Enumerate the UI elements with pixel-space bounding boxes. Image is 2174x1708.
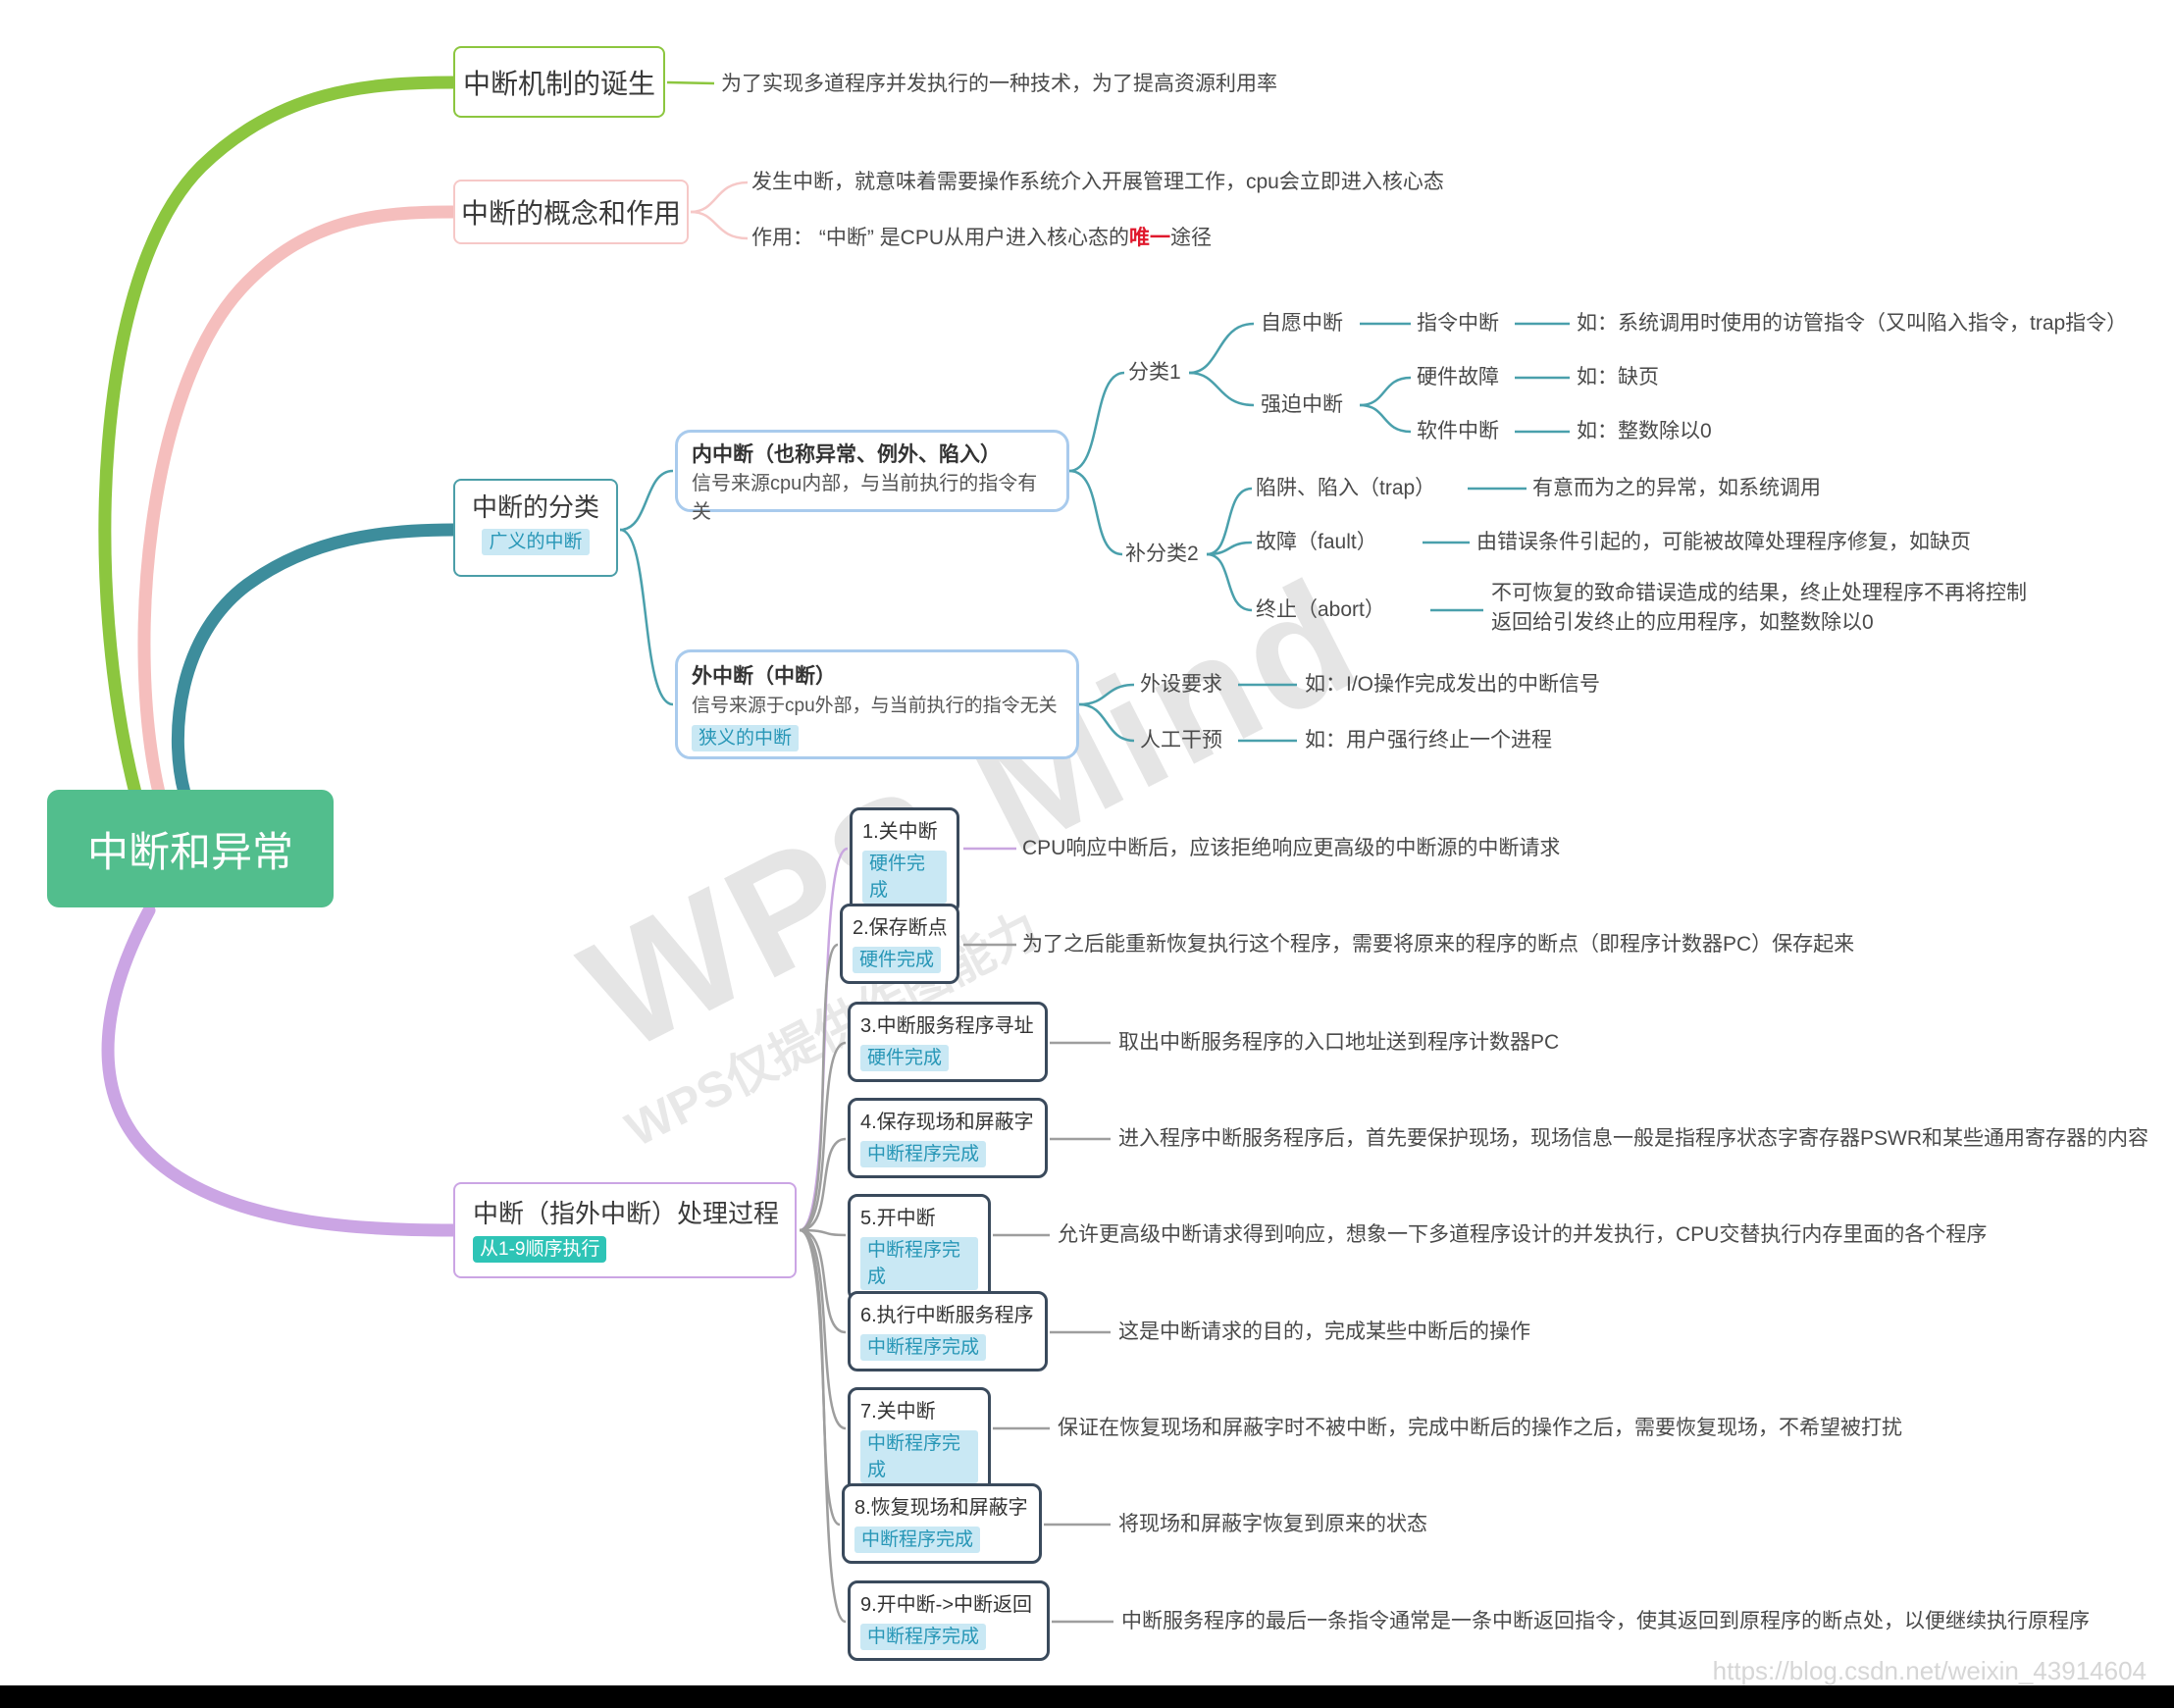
note-concept-definition[interactable]: 发生中断，就意味着需要操作系统介入开展管理工作，cpu会立即进入核心态 (751, 171, 1444, 193)
step-title: 6.执行中断服务程序 (860, 1305, 1034, 1326)
step-title: 4.保存现场和屏蔽字 (860, 1112, 1034, 1133)
label-instruction-interrupt[interactable]: 指令中断 (1417, 312, 1499, 335)
step-title: 9.开中断->中断返回 (860, 1594, 1033, 1616)
footer-bar (0, 1685, 2174, 1708)
step-3-service-addressing[interactable]: 3.中断服务程序寻址 硬件完成 (848, 1002, 1048, 1082)
root-node[interactable]: 中断和异常 (47, 790, 334, 907)
note-step-1[interactable]: CPU响应中断后，应该拒绝响应更高级的中断源的中断请求 (1022, 837, 1561, 859)
note-step-8[interactable]: 将现场和屏蔽字恢复到原来的状态 (1118, 1513, 1427, 1535)
note-abort[interactable]: 不可恢复的致命错误造成的结果，终止处理程序不再将控制返回给引发终止的应用程序，如… (1491, 582, 2027, 634)
note-interrupt-birth[interactable]: 为了实现多道程序并发执行的一种技术，为了提高资源利用率 (721, 73, 1277, 95)
node-title: 中断机制的诞生 (462, 68, 655, 99)
note-step-3[interactable]: 取出中断服务程序的入口地址送到程序计数器PC (1118, 1031, 1560, 1054)
badge-broad-interrupt: 广义的中断 (482, 529, 590, 555)
note-step-2[interactable]: 为了之后能重新恢复执行这个程序，需要将原来的程序的断点（即程序计数器PC）保存起… (1022, 933, 1855, 956)
label-peripheral-request[interactable]: 外设要求 (1140, 673, 1222, 696)
note-hardware-example[interactable]: 如：缺页 (1577, 366, 1659, 388)
node-title: 中断的分类 (471, 492, 599, 522)
root-label: 中断和异常 (86, 828, 293, 875)
step-title: 2.保存断点 (853, 917, 948, 939)
label-forced-interrupt[interactable]: 强迫中断 (1261, 393, 1343, 416)
note-step-4[interactable]: 进入程序中断服务程序后，首先要保护现场，现场信息一般是指程序状态字寄存器PSWR… (1118, 1127, 2148, 1150)
badge-program-done: 中断程序完成 (860, 1334, 987, 1361)
step-title: 8.恢复现场和屏蔽字 (854, 1497, 1028, 1519)
label-category1[interactable]: 分类1 (1128, 361, 1181, 384)
badge-program-done: 中断程序完成 (854, 1527, 981, 1553)
badge-narrow-interrupt: 狭义的中断 (692, 725, 800, 751)
step-6-execute-service[interactable]: 6.执行中断服务程序 中断程序完成 (848, 1291, 1048, 1372)
node-internal-interrupt[interactable]: 内中断（也称异常、例外、陷入） 信号来源cpu内部，与当前执行的指令有关 (675, 430, 1069, 523)
note-text: 作用： “中断” 是CPU从用户进入核心态的 (751, 227, 1129, 249)
node-title: 中断的概念和作用 (460, 198, 681, 229)
label-manual-intervention[interactable]: 人工干预 (1140, 729, 1222, 751)
label-hardware-fault[interactable]: 硬件故障 (1417, 366, 1499, 388)
note-peripheral-example[interactable]: 如：I/O操作完成发出的中断信号 (1305, 673, 1601, 696)
step-title: 7.关中断 (860, 1401, 936, 1423)
node-title: 内中断（也称异常、例外、陷入） (692, 443, 1001, 466)
label-trap[interactable]: 陷阱、陷入（trap） (1256, 477, 1436, 499)
note-concept-role[interactable]: 作用： “中断” 是CPU从用户进入核心态的唯一途径 (751, 224, 1212, 253)
badge-program-done: 中断程序完成 (860, 1430, 978, 1483)
node-interrupt-concept[interactable]: 中断的概念和作用 (453, 180, 689, 244)
note-step-6[interactable]: 这是中断请求的目的，完成某些中断后的操作 (1118, 1320, 1530, 1343)
node-subtitle: 信号来源于cpu外部，与当前执行的指令无关 (692, 696, 1058, 716)
note-step-7[interactable]: 保证在恢复现场和屏蔽字时不被中断，完成中断后的操作之后，需要恢复现场，不希望被打… (1058, 1417, 1902, 1439)
footer-watermark-url: https://blog.csdn.net/weixin_43914604 (1712, 1656, 2147, 1685)
label-voluntary-interrupt[interactable]: 自愿中断 (1261, 312, 1343, 335)
node-subtitle: 信号来源cpu内部，与当前执行的指令有关 (692, 473, 1038, 523)
thin-connectors (619, 80, 1570, 1624)
step-title: 3.中断服务程序寻址 (860, 1015, 1034, 1037)
step-5-open-interrupt[interactable]: 5.开中断 中断程序完成 (848, 1194, 991, 1301)
badge-hardware-done: 硬件完成 (860, 1045, 950, 1071)
node-title: 外中断（中断） (692, 665, 836, 688)
badge-program-done: 中断程序完成 (860, 1141, 987, 1167)
label-fault[interactable]: 故障（fault） (1256, 531, 1377, 553)
badge-program-done: 中断程序完成 (860, 1237, 978, 1290)
note-software-example[interactable]: 如：整数除以0 (1577, 420, 1712, 442)
node-interrupt-classification[interactable]: 中断的分类 广义的中断 (453, 479, 618, 577)
note-step-9[interactable]: 中断服务程序的最后一条指令通常是一条中断返回指令，使其返回到原程序的断点处，以便… (1121, 1610, 2090, 1632)
node-external-interrupt[interactable]: 外中断（中断） 信号来源于cpu外部，与当前执行的指令无关 狭义的中断 (675, 649, 1079, 759)
note-instruction-example[interactable]: 如：系统调用时使用的访管指令（又叫陷入指令，trap指令） (1577, 312, 2128, 335)
badge-program-done: 中断程序完成 (860, 1624, 987, 1650)
badge-hardware-done: 硬件完成 (853, 947, 942, 973)
note-text: 途径 (1170, 227, 1212, 249)
highlighted-text: 唯一 (1129, 227, 1170, 249)
node-title: 中断（指外中断）处理过程 (473, 1199, 780, 1228)
note-trap[interactable]: 有意而为之的异常，如系统调用 (1532, 477, 1821, 499)
step-title: 1.关中断 (862, 821, 938, 843)
step-8-restore-context[interactable]: 8.恢复现场和屏蔽字 中断程序完成 (842, 1483, 1042, 1564)
label-abort[interactable]: 终止（abort） (1256, 598, 1385, 621)
badge-hardware-done: 硬件完成 (862, 851, 947, 904)
label-category2[interactable]: 补分类2 (1125, 543, 1199, 565)
step-7-close-interrupt[interactable]: 7.关中断 中断程序完成 (848, 1387, 991, 1494)
note-manual-example[interactable]: 如：用户强行终止一个进程 (1305, 729, 1552, 751)
badge-order-1-9: 从1-9顺序执行 (473, 1236, 607, 1263)
step-4-save-context[interactable]: 4.保存现场和屏蔽字 中断程序完成 (848, 1098, 1048, 1178)
root-branch-curves (98, 76, 460, 1237)
step-1-close-interrupt[interactable]: 1.关中断 硬件完成 (850, 807, 959, 914)
note-fault[interactable]: 由错误条件引起的，可能被故障处理程序修复，如缺页 (1476, 531, 1971, 553)
node-interrupt-process[interactable]: 中断（指外中断）处理过程 从1-9顺序执行 (453, 1182, 797, 1278)
note-step-5[interactable]: 允许更高级中断请求得到响应，想象一下多道程序设计的并发执行，CPU交替执行内存里… (1058, 1223, 1988, 1246)
step-9-interrupt-return[interactable]: 9.开中断->中断返回 中断程序完成 (848, 1580, 1050, 1661)
step-title: 5.开中断 (860, 1208, 936, 1229)
node-interrupt-birth[interactable]: 中断机制的诞生 (453, 46, 665, 118)
step-2-save-breakpoint[interactable]: 2.保存断点 硬件完成 (840, 904, 959, 984)
label-software-interrupt[interactable]: 软件中断 (1417, 420, 1499, 442)
